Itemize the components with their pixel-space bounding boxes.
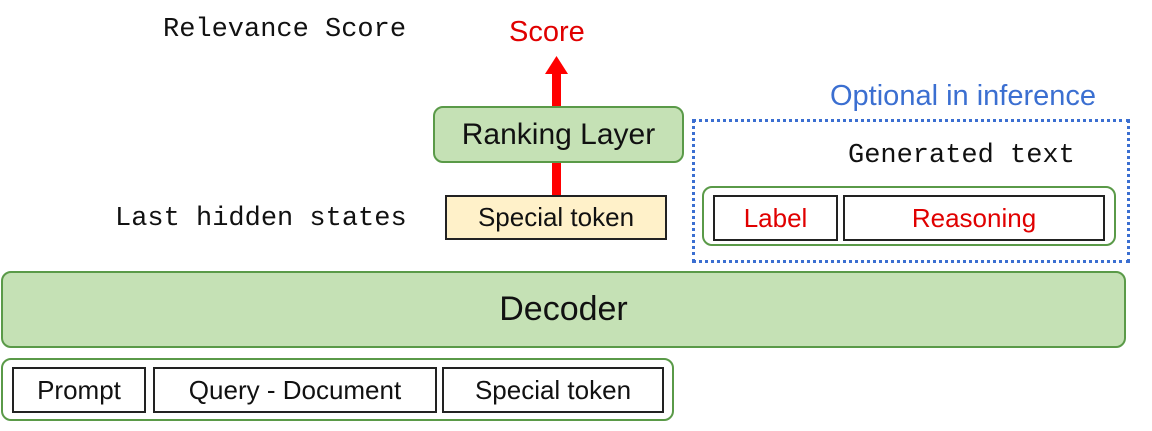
decoder-block: Decoder: [1, 271, 1126, 348]
input-cell-prompt-text: Prompt: [37, 374, 121, 405]
input-cell-special-token-text: Special token: [474, 374, 632, 405]
input-cell-special-token: Special token: [442, 367, 664, 413]
special-token-hidden-label: Special token: [477, 202, 635, 232]
generated-cell-reasoning: Reasoning: [843, 195, 1105, 241]
generated-cell-reasoning-text: Reasoning: [911, 202, 1037, 233]
ranking-layer-block: Ranking Layer: [433, 106, 684, 163]
decoder-label: Decoder: [499, 290, 628, 328]
arrow-up-icon: [545, 56, 568, 74]
optional-in-inference-label: Optional in inference: [830, 80, 1096, 112]
optional-inference-frame: [692, 119, 1130, 263]
generated-text-label: Generated text: [848, 141, 1075, 171]
input-cell-query-document-text: Query - Document: [188, 374, 402, 405]
score-label: Score: [509, 16, 585, 48]
generated-cell-label-text: Label: [743, 202, 808, 233]
last-hidden-states-label: Last hidden states: [115, 204, 407, 234]
hidden-to-ranking-arrow: [552, 162, 561, 196]
relevance-score-label: Relevance Score: [163, 15, 407, 45]
special-token-hidden-state: Special token: [445, 195, 667, 240]
ranking-layer-label: Ranking Layer: [461, 117, 656, 151]
score-arrow-shaft: [552, 70, 561, 110]
input-cell-query-document: Query - Document: [153, 367, 437, 413]
input-cell-prompt: Prompt: [12, 367, 146, 413]
generated-cell-label: Label: [713, 195, 838, 241]
